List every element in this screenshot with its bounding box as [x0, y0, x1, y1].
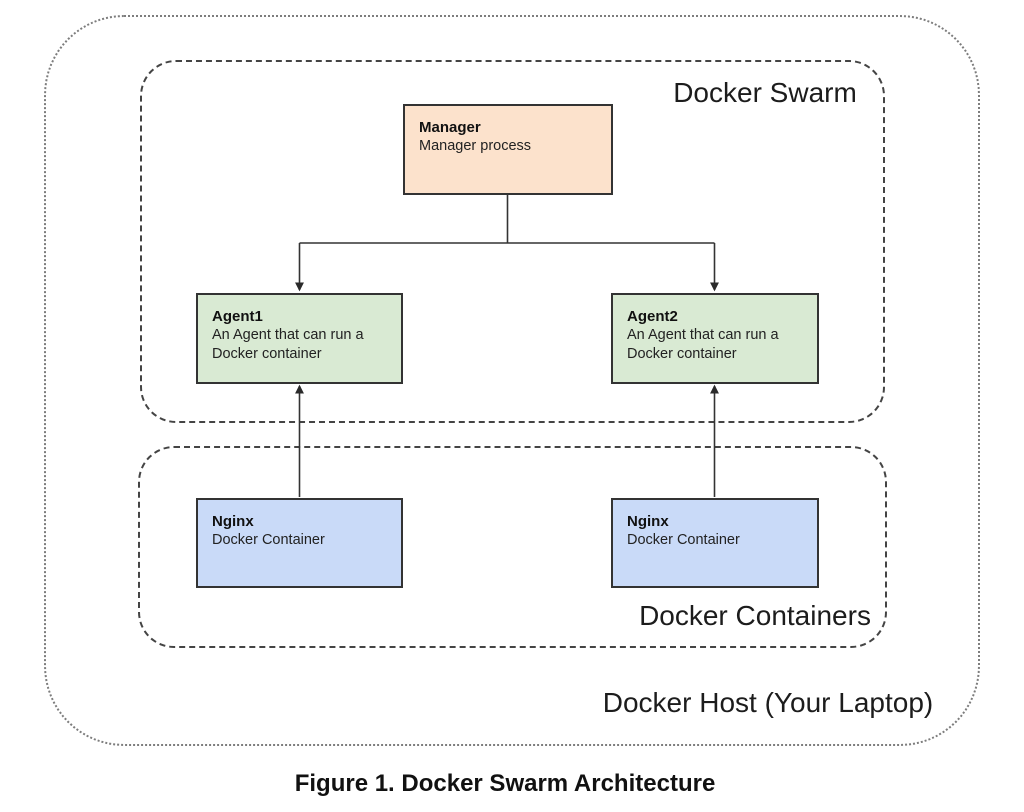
figure-caption: Figure 1. Docker Swarm Architecture [294, 770, 716, 797]
node-subtitle: Manager process [419, 138, 532, 154]
node-agent1: Agent1 An Agent that can run a Docker co… [196, 293, 403, 384]
node-nginx-left: Nginx Docker Container [196, 498, 403, 588]
docker-swarm-label: Docker Swarm [673, 77, 857, 108]
region-docker-host [44, 15, 980, 746]
region-docker-containers [138, 446, 887, 648]
node-title: Manager [419, 119, 481, 136]
node-title: Agent2 [627, 308, 678, 325]
node-subtitle: Docker Container [627, 532, 740, 548]
node-agent2: Agent2 An Agent that can run a Docker co… [611, 293, 819, 384]
node-title: Nginx [212, 513, 254, 530]
node-nginx-right: Nginx Docker Container [611, 498, 819, 588]
docker-host-label: Docker Host (Your Laptop) [602, 687, 934, 718]
node-title: Agent1 [212, 308, 263, 325]
node-subtitle: Docker Container [212, 532, 325, 548]
node-subtitle: An Agent that can run a Docker container [627, 327, 779, 362]
node-title: Nginx [627, 513, 669, 530]
region-docker-swarm [140, 60, 885, 423]
node-subtitle: An Agent that can run a Docker container [212, 327, 364, 362]
docker-containers-label: Docker Containers [639, 600, 871, 631]
node-manager: Manager Manager process [403, 104, 613, 195]
